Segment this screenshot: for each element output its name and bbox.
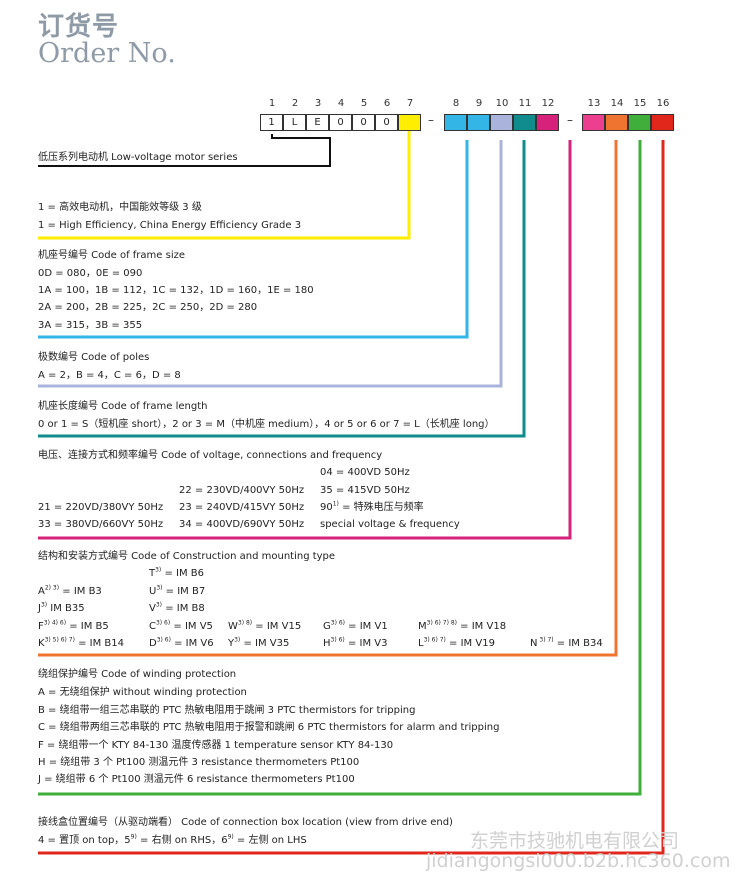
code-box-6: 0 <box>375 114 398 131</box>
page-title-en: Order No. <box>38 38 176 69</box>
position-number: 11 <box>518 98 532 109</box>
line-motor-series <box>38 134 331 167</box>
code-box-9 <box>467 114 490 131</box>
position-number: 14 <box>610 98 624 109</box>
construction-item: A2) 3) = IM B3 <box>38 584 102 597</box>
line-poles <box>38 140 503 388</box>
line-connection-box <box>38 140 665 855</box>
frame-size-line: 1A = 100，1B = 112，1C = 132，1D = 160，1E =… <box>38 285 314 296</box>
position-number: 16 <box>656 98 670 109</box>
connection-box-line: 4 = 置顶 on top，59) = 右侧 on RHS，69) = 左侧 o… <box>38 833 307 846</box>
position-number: 9 <box>475 98 483 109</box>
construction-item: J3) IM B35 <box>38 601 85 614</box>
construction-item: D3) 6) = IM V6 <box>149 636 214 649</box>
winding-line: F = 绕组带一个 KTY 84-130 温度传感器 1 temperature… <box>38 740 394 751</box>
construction-item: K3) 5) 6) 7) = IM B14 <box>38 636 124 649</box>
voltage-special: 901) = 特殊电压与频率 <box>320 500 424 513</box>
position-number: 15 <box>633 98 647 109</box>
separator-dash: – <box>428 113 434 127</box>
voltage-item: 04 = 400VD 50Hz <box>320 467 410 478</box>
code-box-15 <box>628 114 651 131</box>
code-box-5: 0 <box>352 114 375 131</box>
winding-line: A = 无绕组保护 without winding protection <box>38 687 247 698</box>
voltage-heading: 电压、连接方式和频率编号 Code of voltage, connection… <box>38 450 383 461</box>
voltage-item: 33 = 380VD/660VY 50Hz <box>38 519 164 530</box>
construction-item: N 3) 7) = IM B34 <box>530 636 603 649</box>
position-number: 10 <box>495 98 509 109</box>
line-efficiency <box>38 131 411 240</box>
poles-line: A = 2，B = 4，C = 6，D = 8 <box>38 370 181 381</box>
watermark-url: jidiangongsi000.b2b.hc360.com <box>426 850 731 872</box>
frame-size-line: 0D = 080，0E = 090 <box>38 268 143 279</box>
line-frame-size <box>38 140 469 339</box>
code-box-7 <box>398 114 421 131</box>
efficiency-line: 1 = High Efficiency, China Energy Effici… <box>38 220 302 231</box>
code-box-13 <box>582 114 605 131</box>
construction-item: T3) = IM B6 <box>149 566 204 579</box>
winding-line: B = 绕组带一组三芯串联的 PTC 热敏电阻用于跳闸 3 PTC thermi… <box>38 705 416 716</box>
position-number: 13 <box>587 98 601 109</box>
motor-series-label: 低压系列电动机 Low-voltage motor series <box>38 152 238 163</box>
construction-item: L3) 6) 7) = IM V19 <box>418 636 495 649</box>
position-number: 8 <box>452 98 460 109</box>
frame-length-heading: 机座长度编号 Code of frame length <box>38 401 208 412</box>
code-box-10 <box>490 114 513 131</box>
code-box-16 <box>651 114 674 131</box>
position-number: 3 <box>314 98 322 109</box>
code-box-2: L <box>283 114 306 131</box>
frame-size-line: 2A = 200，2B = 225，2C = 250，2D = 280 <box>38 302 258 313</box>
watermark-company: 东莞市技驰机电有限公司 <box>470 830 680 852</box>
position-number: 5 <box>360 98 368 109</box>
construction-item: G3) 6) = IM V1 <box>323 619 388 632</box>
line-voltage <box>38 140 572 540</box>
page-title-cn: 订货号 <box>38 12 120 42</box>
winding-line: H = 绕组带 3 个 Pt100 测温元件 3 resistance ther… <box>38 757 360 768</box>
line-winding <box>38 140 642 796</box>
position-number: 6 <box>383 98 391 109</box>
winding-heading: 绕组保护编号 Code of winding protection <box>38 669 237 680</box>
line-frame-length <box>38 140 526 438</box>
voltage-item: 34 = 400VD/690VY 50Hz <box>179 519 305 530</box>
frame-length-line: 0 or 1 = S（短机座 short），2 or 3 = M（中机座 med… <box>38 419 495 430</box>
construction-item: V3) = IM B8 <box>149 601 205 614</box>
voltage-item: 22 = 230VD/400VY 50Hz <box>179 485 305 496</box>
position-number: 7 <box>406 98 414 109</box>
connection-box-heading: 接线盒位置编号（从驱动端看） Code of connection box lo… <box>38 817 453 828</box>
construction-item: Y3) = IM V35 <box>228 636 290 649</box>
construction-item: F3) 4) 6) = IM B5 <box>38 619 109 632</box>
voltage-item: 21 = 220VD/380VY 50Hz <box>38 502 164 513</box>
winding-line: J = 绕组带 6 个 Pt100 测温元件 6 resistance ther… <box>38 774 355 785</box>
separator-dash: – <box>567 113 573 127</box>
position-number: 12 <box>541 98 555 109</box>
frame-size-heading: 机座号编号 Code of frame size <box>38 250 185 261</box>
line-construction <box>38 140 618 657</box>
voltage-item: special voltage & frequency <box>320 519 460 530</box>
voltage-item: 35 = 415VD 50Hz <box>320 485 410 496</box>
code-box-11 <box>513 114 536 131</box>
position-number: 1 <box>268 98 276 109</box>
frame-size-line: 3A = 315，3B = 355 <box>38 320 143 331</box>
construction-item: M3) 6) 7) 8) = IM V18 <box>418 619 507 632</box>
code-box-8 <box>444 114 467 131</box>
winding-line: C = 绕组带两组三芯串联的 PTC 热敏电阻用于报警和跳闸 6 PTC the… <box>38 722 500 733</box>
code-box-4: 0 <box>329 114 352 131</box>
code-box-14 <box>605 114 628 131</box>
poles-heading: 极数编号 Code of poles <box>38 352 150 363</box>
construction-item: H3) 6) = IM V3 <box>323 636 388 649</box>
position-number: 2 <box>291 98 299 109</box>
construction-item: C3) 6) = IM V5 <box>149 619 213 632</box>
efficiency-line: 1 = 高效电动机，中国能效等级 3 级 <box>38 202 202 213</box>
code-box-12 <box>536 114 559 131</box>
construction-item: U3) = IM B7 <box>149 584 206 597</box>
construction-heading: 结构和安装方式编号 Code of Construction and mount… <box>38 551 336 562</box>
position-number: 4 <box>337 98 345 109</box>
construction-item: W3) 8) = IM V15 <box>228 619 302 632</box>
voltage-item: 23 = 240VD/415VY 50Hz <box>179 502 305 513</box>
code-box-3: E <box>306 114 329 131</box>
code-box-1: 1 <box>260 114 283 131</box>
